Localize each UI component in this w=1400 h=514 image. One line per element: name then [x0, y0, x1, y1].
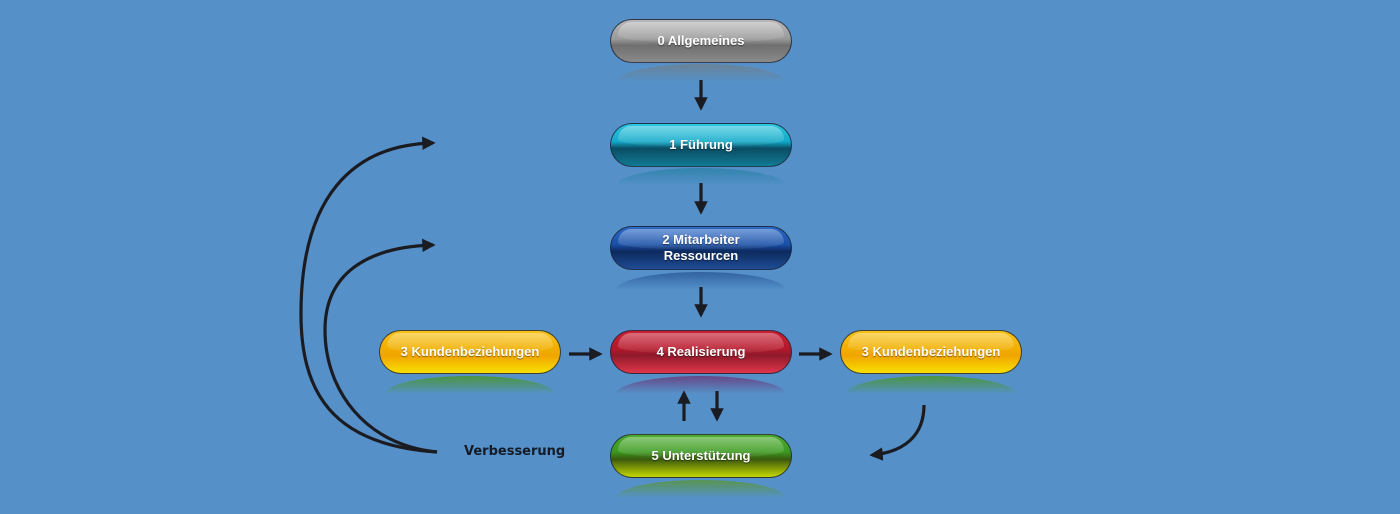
- node-unterstuetzung[interactable]: 5 Unterstützung: [610, 434, 792, 478]
- node-label: 0 Allgemeines: [657, 33, 745, 48]
- node-label: 3 Kundenbeziehungen: [861, 344, 1001, 359]
- node-kundenbeziehungen-right[interactable]: 3 Kundenbeziehungen: [840, 330, 1022, 374]
- verbesserung-label: Verbesserung: [464, 444, 566, 459]
- arrow-kunden-right-to-unterstuetzung: [869, 404, 926, 461]
- node-label: 5 Unterstützung: [651, 448, 751, 463]
- arrow-verbesserung-to-mitarbeiter: [323, 238, 438, 454]
- node-label: 3 Kundenbeziehungen: [400, 344, 540, 359]
- node-mitarbeiter-ressourcen[interactable]: 2 Mitarbeiter Ressourcen: [610, 226, 792, 270]
- node-label-line1: 2 Mitarbeiter: [662, 232, 740, 247]
- node-realisierung[interactable]: 4 Realisierung: [610, 330, 792, 374]
- node-label: 4 Realisierung: [656, 344, 746, 359]
- node-kundenbeziehungen-left[interactable]: 3 Kundenbeziehungen: [379, 330, 561, 374]
- node-fuehrung[interactable]: 1 Führung: [610, 123, 792, 167]
- node-label: 2 Mitarbeiter Ressourcen: [662, 232, 739, 264]
- node-allgemeines[interactable]: 0 Allgemeines: [610, 19, 792, 63]
- arrow-verbesserung-to-fuehrung: [299, 136, 438, 454]
- node-label-line2: Ressourcen: [663, 248, 739, 263]
- node-label: 1 Führung: [669, 137, 733, 152]
